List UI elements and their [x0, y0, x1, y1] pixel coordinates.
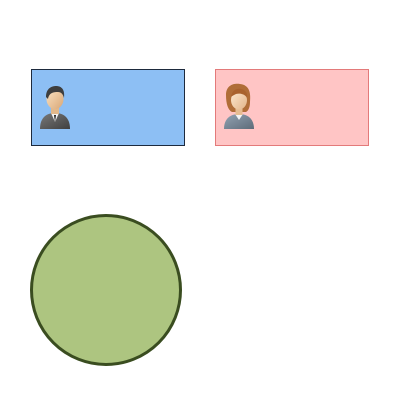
green-circle-node[interactable]	[30, 214, 182, 366]
female-user-card[interactable]	[215, 69, 369, 146]
male-user-icon	[38, 82, 72, 130]
female-user-icon	[222, 82, 256, 130]
male-user-card[interactable]	[31, 69, 185, 146]
